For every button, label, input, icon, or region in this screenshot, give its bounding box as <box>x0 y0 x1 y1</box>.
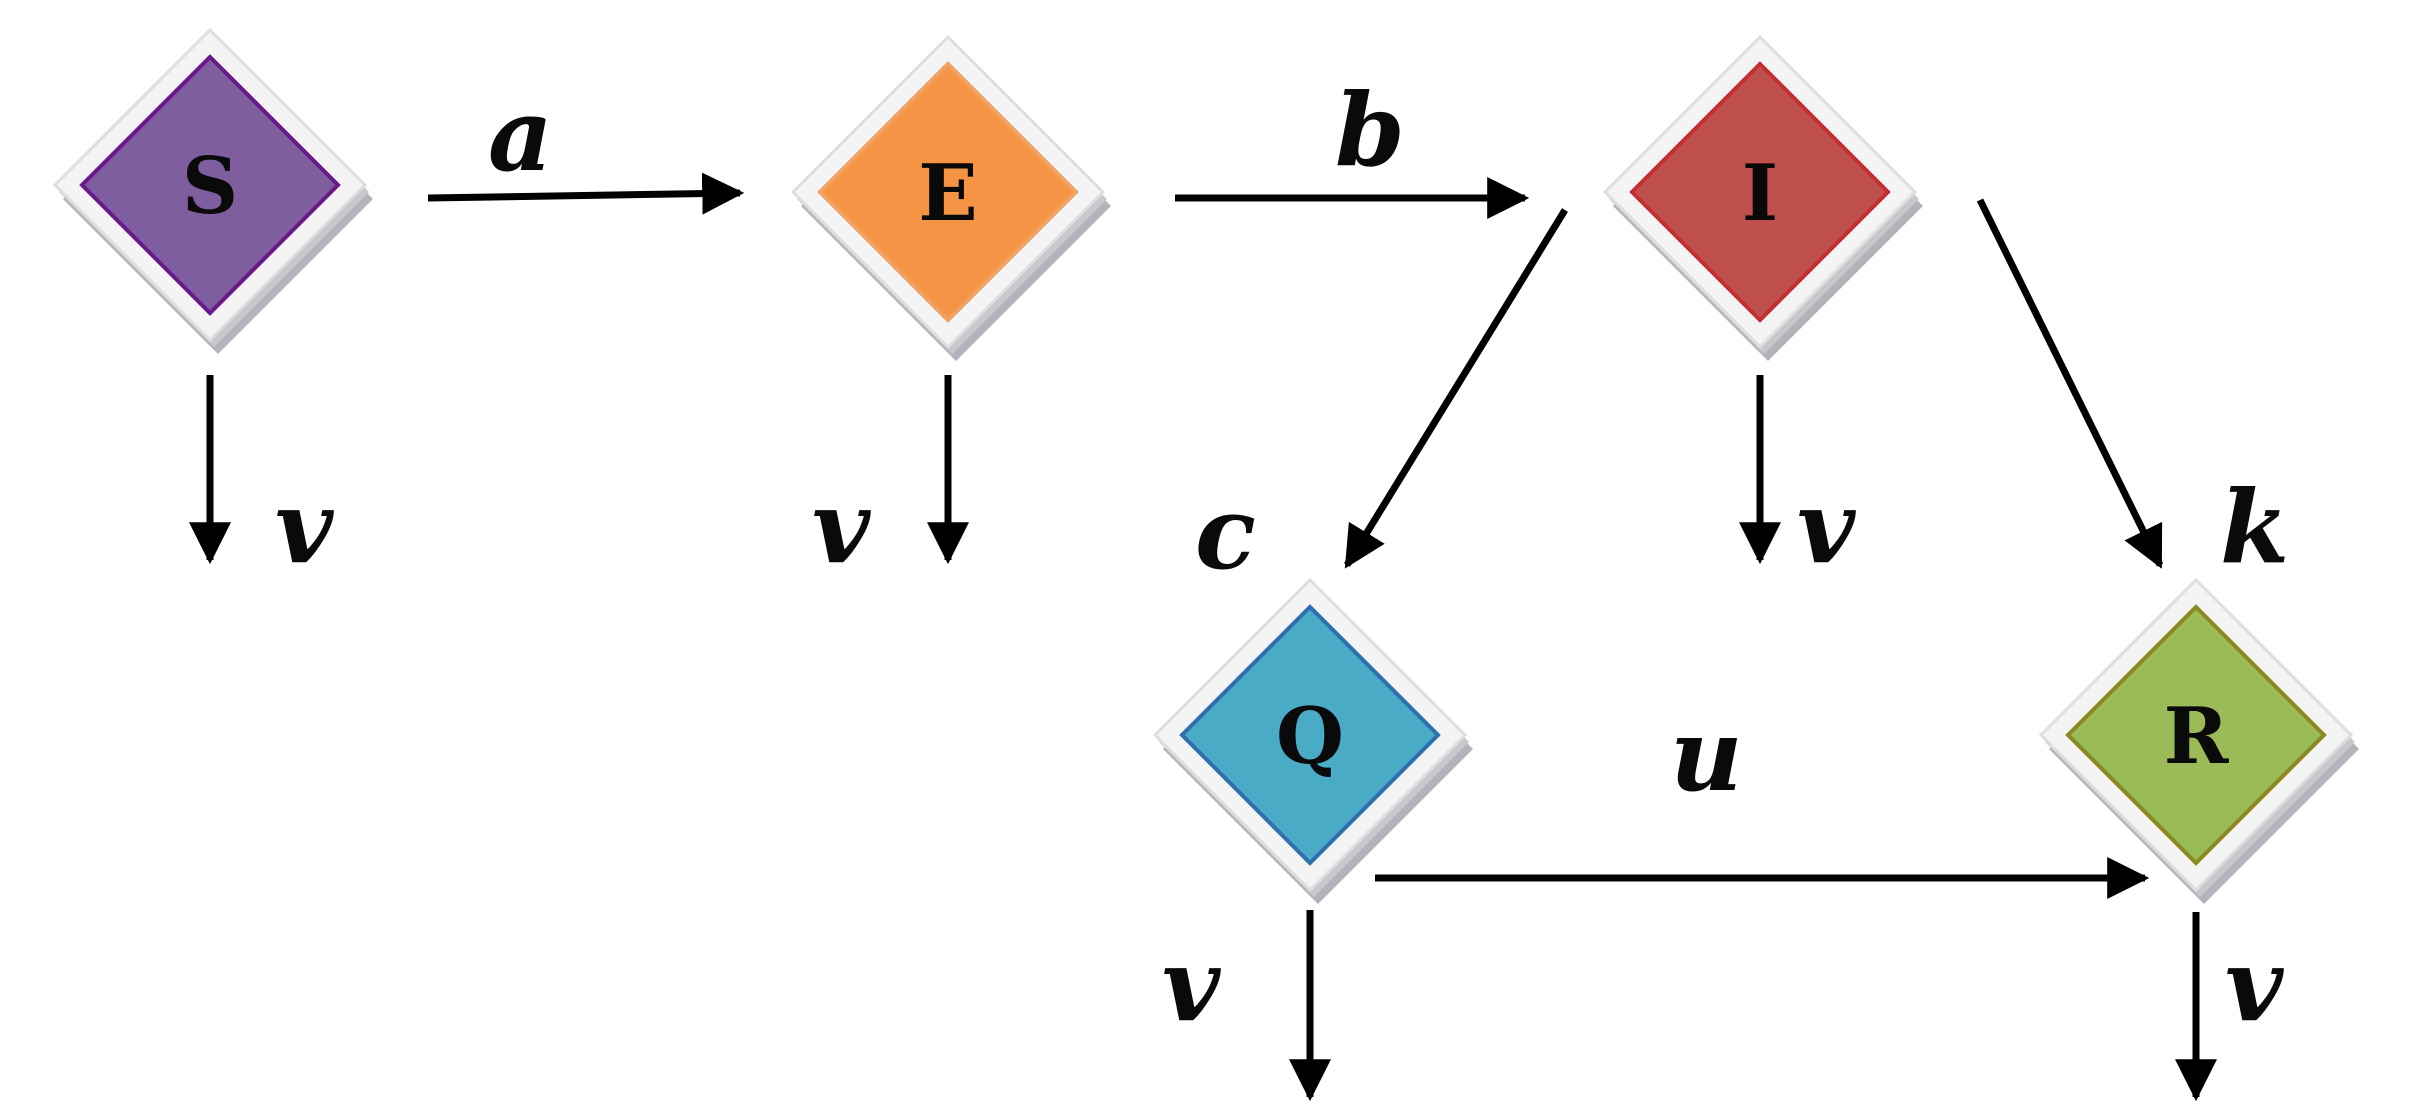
outflow-label-i: v <box>1797 468 1856 586</box>
outflow-e: v <box>812 375 969 586</box>
node-i-face <box>1629 61 1891 323</box>
edge-i-to-r: k <box>1976 198 2289 586</box>
node-e: E <box>790 34 1111 361</box>
rate-label-k: k <box>2220 468 2289 586</box>
node-s: S <box>52 27 373 354</box>
outflow-label-r: v <box>2225 926 2284 1044</box>
node-r: R <box>2038 577 2359 904</box>
node-label-e: E <box>918 148 977 239</box>
node-q: Q <box>1152 577 1473 904</box>
edge-e-to-i: b <box>1175 71 1530 219</box>
node-i: I <box>1602 34 1923 361</box>
rate-label-c: c <box>1195 474 1256 592</box>
node-label-i: I <box>1742 148 1779 239</box>
node-label-q: Q <box>1276 691 1344 782</box>
outflow-label-q: v <box>1162 926 1221 1044</box>
outflow-i: v <box>1739 375 1856 586</box>
node-q-face <box>1179 604 1441 866</box>
rate-label-b: b <box>1335 71 1405 189</box>
outflow-label-s: v <box>275 468 334 586</box>
edge-q-to-r: u <box>1375 696 2150 899</box>
edge-s-to-e: a <box>427 76 745 215</box>
outflow-q: v <box>1162 910 1331 1102</box>
edge-i-to-q: c <box>1195 208 1568 592</box>
rate-label-a: a <box>488 76 553 194</box>
node-r-face <box>2065 604 2327 866</box>
node-s-face <box>79 54 341 316</box>
node-label-s: S <box>182 141 238 232</box>
rate-label-u: u <box>1670 696 1743 814</box>
outflow-s: v <box>189 375 334 586</box>
node-label-r: R <box>2164 691 2230 782</box>
outflow-r: v <box>2175 912 2284 1102</box>
node-e-face <box>817 61 1079 323</box>
outflow-label-e: v <box>812 468 871 586</box>
